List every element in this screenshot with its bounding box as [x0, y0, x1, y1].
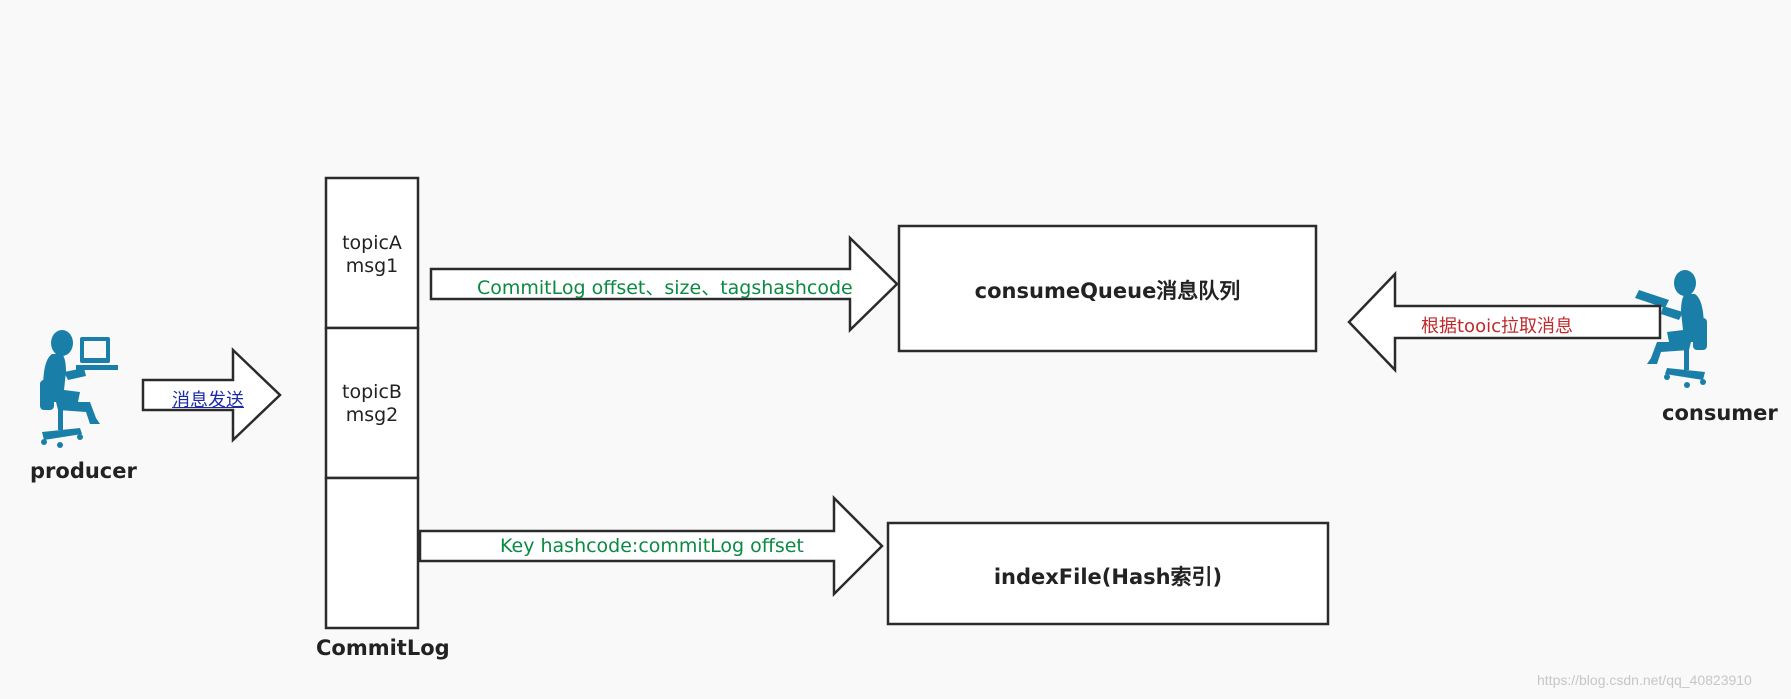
consumer-figure-icon [1635, 270, 1707, 388]
cell-topic: topicA [342, 232, 402, 254]
indexfile-box [886, 521, 1330, 626]
consumequeue-title: consumeQueue消息队列 [974, 279, 1241, 303]
consumequeue-arrow-label: CommitLog offset、size、tagshashcode [477, 277, 853, 299]
producer-figure-icon [40, 330, 118, 448]
commitlog-label: CommitLog [316, 636, 450, 660]
send-arrow [141, 347, 282, 443]
commitlog-cell-2: topicB msg2 [326, 381, 418, 427]
cell-msg: msg1 [345, 255, 399, 277]
pull-arrow-label: 根据tooic拉取消息 [1421, 316, 1573, 337]
consumer-label: consumer [1662, 401, 1778, 425]
cell-msg: msg2 [345, 404, 399, 426]
send-arrow-label: 消息发送 [172, 390, 244, 411]
cell-topic: topicB [342, 381, 402, 403]
pull-arrow [1347, 270, 1662, 374]
commitlog-column [324, 176, 420, 630]
commitlog-to-consumequeue-arrow [429, 235, 899, 333]
consumequeue-box [897, 224, 1318, 353]
commitlog-cell-1: topicA msg1 [326, 232, 418, 278]
commitlog-to-indexfile-arrow [418, 494, 884, 598]
producer-label: producer [30, 459, 137, 483]
watermark: https://blog.csdn.net/qq_40823910 [1537, 672, 1752, 688]
indexfile-arrow-label: Key hashcode:commitLog offset [500, 535, 804, 557]
indexfile-title: indexFile(Hash索引) [993, 565, 1223, 589]
